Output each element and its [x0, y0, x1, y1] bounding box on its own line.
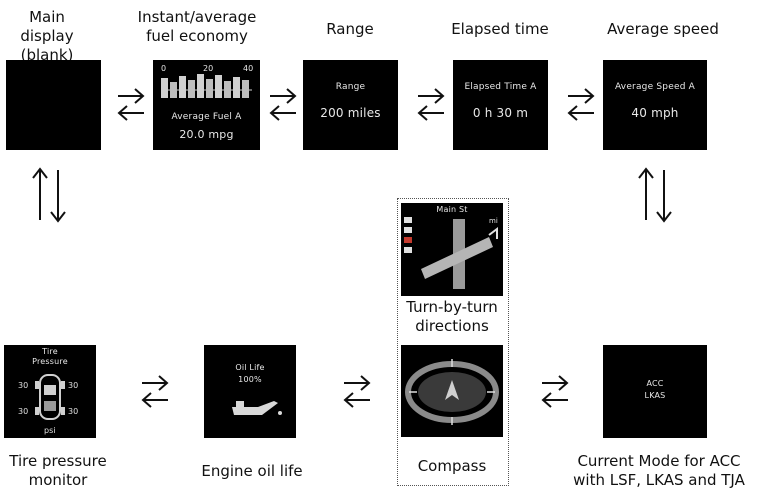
swap-arrows-icon	[343, 375, 371, 408]
screen-compass	[401, 345, 503, 437]
swap-arrows-icon	[117, 88, 145, 121]
car-top-view-icon: 30 30 30 30 psi	[18, 374, 78, 435]
acc-line2: LKAS	[644, 391, 666, 400]
fuel-value: 20.0 mpg	[179, 128, 234, 141]
fuel-scale-right: 40	[243, 64, 253, 73]
screen-main-blank	[6, 60, 101, 150]
label-turn-by-turn: Turn-by-turn directions	[406, 298, 498, 335]
label-compass: Compass	[417, 457, 487, 475]
tire-rl: 30	[18, 407, 28, 416]
elapsed-title: Elapsed Time A	[464, 82, 537, 92]
navigation-group-box	[397, 198, 509, 486]
fuel-title: Average Fuel A	[171, 112, 242, 122]
avgspeed-title: Average Speed A	[614, 82, 696, 92]
fuel-scale-left: 0	[161, 64, 166, 73]
label-range: Range	[326, 20, 374, 38]
label-elapsed-time: Elapsed time	[451, 20, 549, 38]
screen-oil-life: Oil Life 100%	[204, 345, 296, 438]
acc-line1: ACC	[646, 379, 664, 388]
oil-can-icon	[232, 401, 282, 415]
range-title: Range	[335, 82, 366, 92]
screen-range: Range 200 miles	[303, 60, 398, 150]
range-value: 200 miles	[320, 106, 381, 120]
screen-acc-mode: ACC LKAS	[603, 345, 707, 438]
fuel-bar-graph: 0 20 40	[161, 64, 253, 98]
compass-icon	[405, 359, 499, 425]
label-average-speed: Average speed	[607, 20, 719, 38]
label-main-display: Main display (blank)	[20, 8, 74, 64]
fuel-scale-mid: 20	[203, 64, 213, 73]
screen-elapsed-time: Elapsed Time A 0 h 30 m	[453, 60, 548, 150]
tire-title: Tire Pressure	[32, 347, 68, 366]
elapsed-value: 0 h 30 m	[472, 106, 529, 120]
vertical-swap-arrows-icon	[32, 167, 66, 223]
swap-arrows-icon	[269, 88, 297, 121]
label-engine-oil-life: Engine oil life	[201, 462, 303, 480]
swap-arrows-icon	[417, 88, 445, 121]
turn-dist: mi	[489, 217, 498, 225]
swap-arrows-icon	[567, 88, 595, 121]
screen-fuel-economy: 0 20 40 Average Fuel A 20.0 mpg	[153, 60, 260, 150]
swap-arrows-icon	[541, 375, 569, 408]
screen-tire-pressure: Tire Pressure 30 30 30 30 psi	[4, 345, 96, 438]
tire-fr: 30	[68, 381, 78, 390]
tire-rr: 30	[68, 407, 78, 416]
tire-fl: 30	[18, 381, 28, 390]
label-acc-mode: Current Mode for ACC with LSF, LKAS and …	[573, 452, 745, 489]
label-fuel-economy: Instant/average fuel economy	[137, 8, 257, 45]
oil-line1: Oil Life	[235, 363, 265, 372]
oil-line2: 100%	[238, 375, 262, 384]
swap-arrows-icon	[141, 375, 169, 408]
turn-arrow-graphic: mi	[404, 217, 498, 289]
label-tire-pressure: Tire pressure monitor	[9, 452, 107, 489]
tire-unit: psi	[44, 426, 55, 435]
turn-street: Main St	[436, 205, 468, 214]
avgspeed-value: 40 mph	[631, 106, 679, 120]
screen-average-speed: Average Speed A 40 mph	[603, 60, 707, 150]
vertical-swap-arrows-icon	[638, 167, 672, 223]
screen-turn-by-turn: Main St mi	[401, 203, 503, 296]
